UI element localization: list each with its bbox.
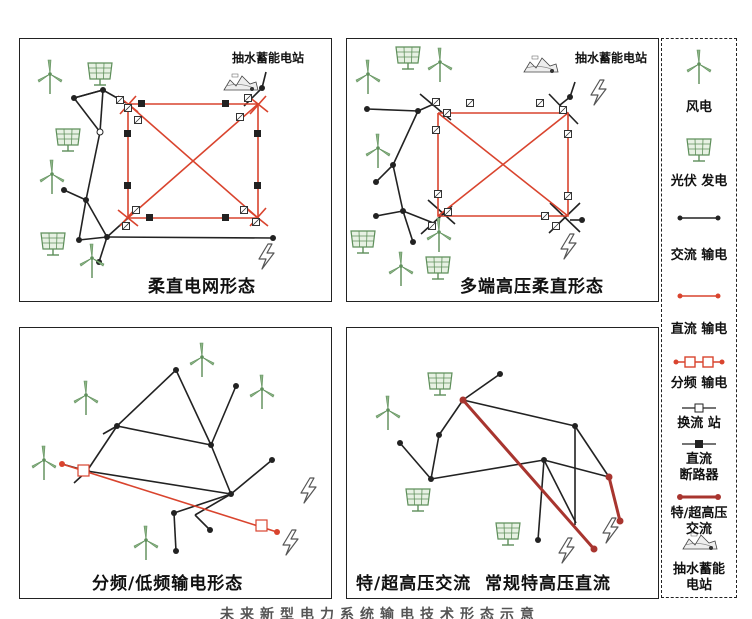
wind-turbine-icon [133, 525, 159, 561]
multi-terminal-hvdc-diagram [350, 46, 607, 287]
lightning-icon [558, 537, 575, 564]
pumped-storage-icon [523, 55, 559, 74]
solar-panel-icon [350, 230, 376, 254]
solar-panel-icon [395, 46, 421, 70]
legend-label-pumped-2: 电站 [685, 578, 712, 593]
lightning-icon [282, 529, 299, 556]
legend-label-uhv-1: 特/超高压 [670, 506, 728, 521]
solar-panel-icon [427, 372, 453, 396]
legend-pv-icon [686, 138, 712, 162]
flexible-dc-grid-diagram [37, 59, 276, 279]
wind-turbine-icon [375, 395, 401, 431]
wind-turbine-icon [39, 159, 65, 195]
wind-turbine-icon [189, 342, 215, 378]
solar-panel-icon [55, 128, 81, 152]
fractional-frequency-diagram [31, 342, 317, 561]
legend-label-split-freq: 分频 输电 [670, 376, 728, 391]
lightning-icon [258, 243, 275, 270]
legend-label-ac: 交流 输电 [670, 248, 728, 263]
legend-label-pv: 光伏 发电 [670, 174, 728, 189]
panel-uhv-ac-dc [346, 327, 659, 599]
lightning-icon [560, 233, 577, 260]
station-label-left: 抽水蓄能电站 [232, 51, 305, 65]
wind-turbine-icon [388, 251, 414, 287]
solar-panel-icon [425, 256, 451, 280]
lightning-icon [602, 517, 619, 544]
panel-title-multi-terminal: 多端高压柔直形态 [460, 277, 604, 297]
panel-title-flexible-dc: 柔直电网形态 [148, 277, 256, 297]
legend-label-uhv-2: 交流 [685, 522, 712, 537]
panel-flexible-dc-grid [19, 38, 332, 302]
panel-title-fractional-frequency: 分频/低频输电形态 [92, 574, 244, 594]
wind-turbine-icon [355, 59, 381, 95]
legend-label-breaker-1: 直流 [685, 452, 712, 467]
solar-panel-icon [87, 62, 113, 86]
legend-label-converter: 换流 站 [677, 416, 721, 431]
solar-panel-icon [405, 488, 431, 512]
wind-turbine-icon [427, 47, 453, 83]
legend-label-pumped-1: 抽水蓄能 [672, 562, 725, 577]
legend-label-wind: 风电 [685, 100, 712, 115]
wind-turbine-icon [37, 59, 63, 95]
solar-panel-icon [495, 522, 521, 546]
station-label-right: 抽水蓄能电站 [575, 51, 648, 65]
solar-panel-icon [40, 232, 66, 256]
lightning-icon [590, 79, 607, 106]
legend-symbols [673, 49, 725, 551]
legend-box [661, 38, 737, 598]
panel-multi-terminal-hvdc [346, 38, 659, 302]
wind-turbine-icon [249, 374, 275, 410]
panel-title-uhv: 特/超高压交流 常规特高压直流 [356, 574, 612, 594]
figure-caption: 未来新型电力系统输电技术形态示意 [220, 607, 540, 619]
wind-turbine-icon [73, 380, 99, 416]
uhv-ac-dc-diagram [375, 371, 624, 564]
wind-turbine-icon [31, 445, 57, 481]
legend-label-dc: 直流 输电 [670, 322, 728, 337]
legend-wind-icon [686, 49, 712, 85]
pumped-storage-icon [223, 73, 259, 92]
lightning-icon [300, 477, 317, 504]
legend-label-breaker-2: 断路器 [679, 468, 719, 483]
wind-turbine-icon [365, 133, 391, 169]
